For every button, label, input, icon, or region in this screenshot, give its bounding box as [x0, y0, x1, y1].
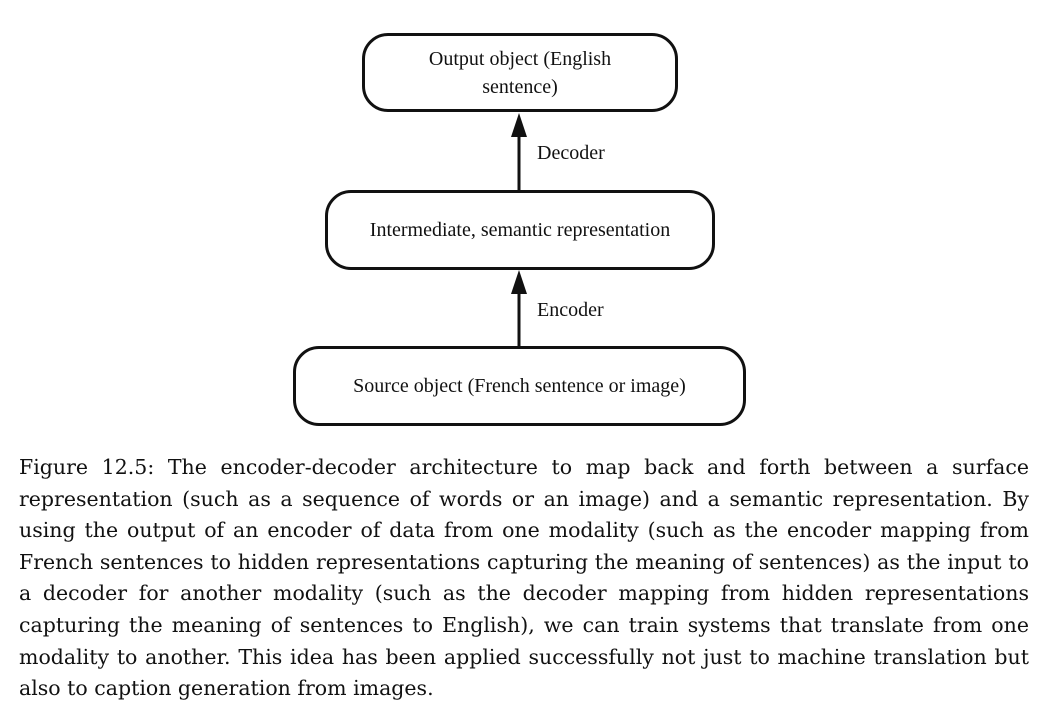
output-object-label: Output object (English sentence): [428, 47, 612, 98]
intermediate-representation-label: Intermediate, semantic representation: [369, 219, 671, 241]
intermediate-representation-node: Intermediate, semantic representation: [325, 190, 715, 270]
figure-caption: Figure 12.5: The encoder-decoder archite…: [19, 455, 1029, 701]
source-object-node: Source object (French sentence or image): [293, 346, 746, 426]
diagram-edges: [511, 113, 527, 346]
output-object-node: Output object (English sentence): [362, 33, 678, 112]
encoder-decoder-diagram: Output object (English sentence) Decoder…: [293, 33, 746, 426]
source-object-label: Source object (French sentence or image): [353, 375, 686, 397]
decoder-label: Decoder: [537, 142, 605, 164]
decoder-arrowhead: [511, 113, 527, 137]
encoder-arrowhead: [511, 270, 527, 294]
encoder-label: Encoder: [537, 299, 604, 321]
